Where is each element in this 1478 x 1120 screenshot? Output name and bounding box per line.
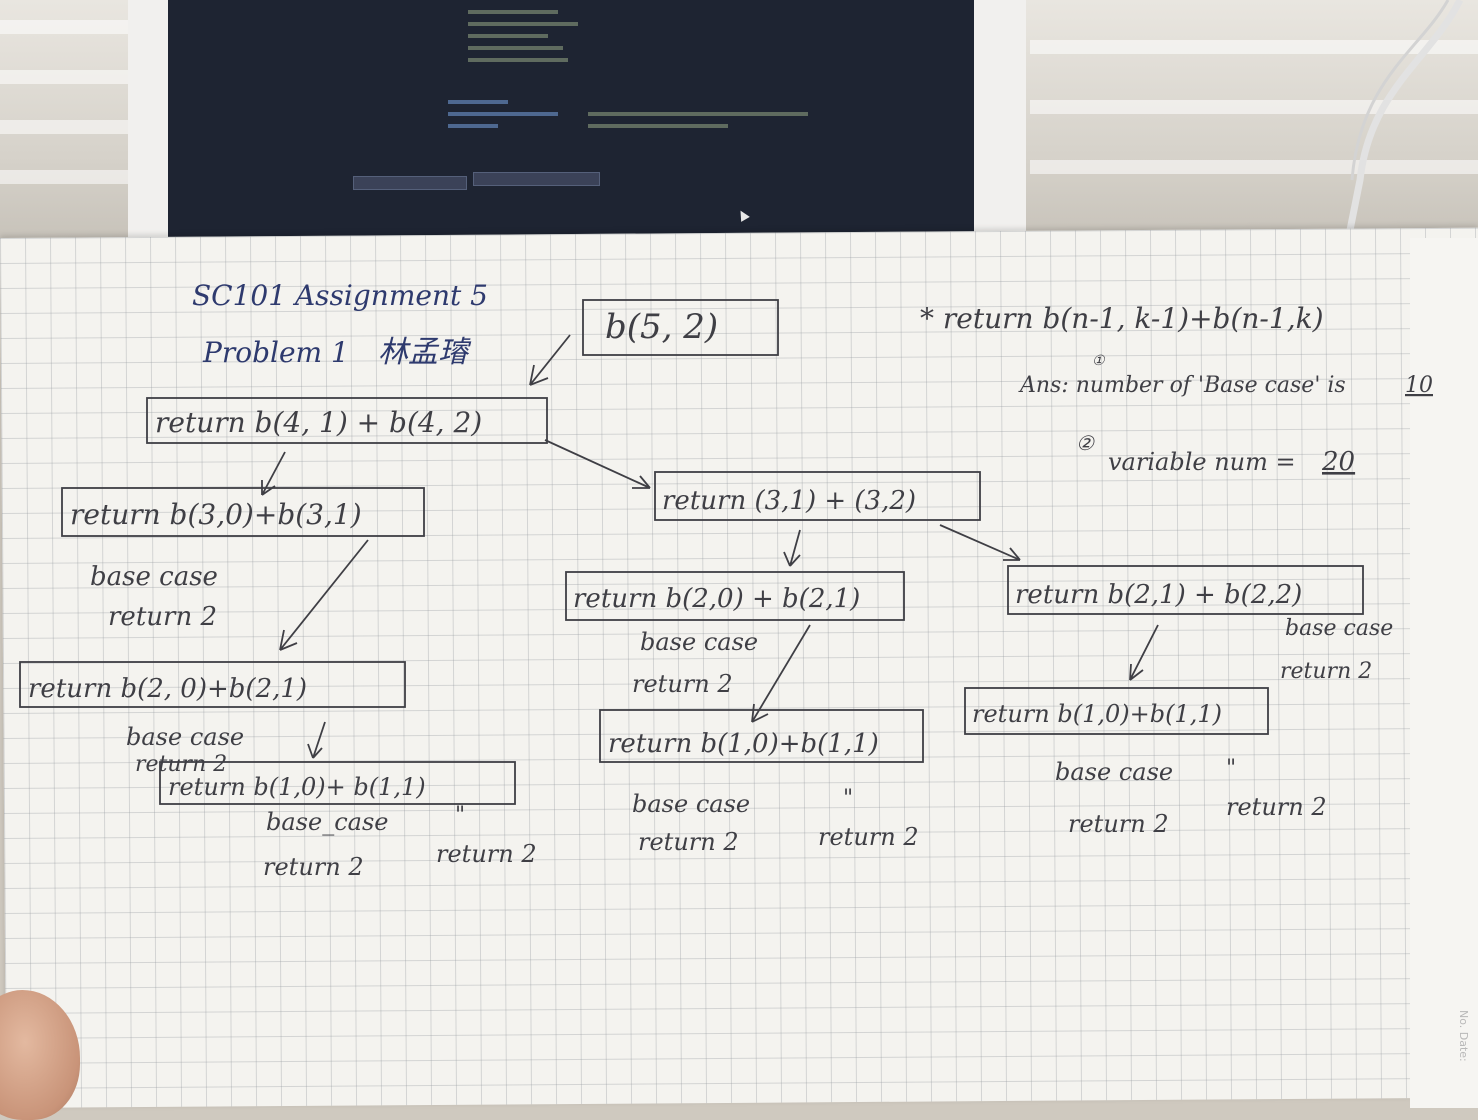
arrow-down-icon <box>307 721 326 759</box>
l2-left-note-1: base case <box>90 562 218 592</box>
l3-c-note-1: base case <box>1285 616 1393 641</box>
monitor-screen <box>168 0 974 240</box>
answer-2-value: 20 <box>1321 447 1355 477</box>
l4-b-box <box>599 709 924 763</box>
l4-c-note-3: " <box>1226 756 1236 781</box>
paper-footer: No. Date: <box>1457 1010 1470 1062</box>
l4-a-box <box>159 761 516 805</box>
l2-left-box <box>61 487 425 537</box>
l4-c-note-4: return 2 <box>1226 793 1327 821</box>
root-box <box>582 299 779 356</box>
l4-b-call: return b(1,0)+b(1,1) <box>608 729 879 759</box>
l4-b-note-2: return 2 <box>638 828 739 856</box>
l2-left-call: return b(3,0)+b(3,1) <box>70 498 362 531</box>
level1-call: return b(4, 1) + b(4, 2) <box>155 406 482 439</box>
code-line <box>468 34 548 38</box>
wall-stripe <box>1030 40 1478 54</box>
wall-stripe <box>1030 100 1478 114</box>
code-line <box>468 22 578 26</box>
author-name: 林孟璿 <box>378 335 472 370</box>
l2-right-call: return (3,1) + (3,2) <box>662 486 916 516</box>
code-line <box>468 58 568 62</box>
l4-a-note-2: return 2 <box>263 853 364 881</box>
arrow-down-icon <box>939 524 1021 561</box>
answer-1-marker: ① <box>1092 353 1106 369</box>
arrow-down-icon <box>279 539 369 651</box>
course-title: SC101 Assignment 5 <box>192 279 488 312</box>
cable <box>1346 0 1464 230</box>
l4-a-call: return b(1,0)+ b(1,1) <box>168 773 426 801</box>
answer-1-value: 10 <box>1405 373 1433 398</box>
arrow-down-icon <box>544 439 651 489</box>
l4-b-note-3: " <box>843 786 853 811</box>
l3-c-call: return b(2,1) + b(2,2) <box>1015 580 1302 610</box>
root-call: b(5, 2) <box>605 307 718 347</box>
wall-stripe <box>0 20 130 34</box>
paper-margin <box>1410 238 1478 1108</box>
l3-c-box <box>1007 565 1364 615</box>
code-line <box>468 46 563 50</box>
l4-b-note-1: base case <box>632 790 750 818</box>
l2-right-box <box>654 471 981 521</box>
wall-stripe <box>0 170 130 184</box>
answer-2-text: variable num = <box>1108 448 1296 476</box>
wall-stripe <box>0 120 130 134</box>
l3-a-call: return b(2, 0)+b(2,1) <box>28 674 307 704</box>
code-line <box>588 124 728 128</box>
l3-a-box <box>19 661 406 708</box>
l3-b-note-1: base case <box>640 628 758 656</box>
l3-a-note-1: base case <box>126 723 244 751</box>
wall-stripe <box>0 70 130 84</box>
window-tab <box>353 176 467 190</box>
l3-b-note-2: return 2 <box>632 670 733 698</box>
l3-b-call: return b(2,0) + b(2,1) <box>573 584 860 614</box>
problem-label: Problem 1 <box>202 336 349 369</box>
recursion-formula: * return b(n-1, k-1)+b(n-1,k) <box>920 302 1324 335</box>
l3-c-note-2: return 2 <box>1280 659 1372 684</box>
arrow-down-icon <box>783 529 801 567</box>
l3-b-box <box>565 571 905 621</box>
arrow-down-icon <box>529 334 571 386</box>
window-tab <box>473 172 600 186</box>
answer-2-marker: ② <box>1076 431 1095 455</box>
level1-box <box>146 397 548 444</box>
l2-left-note-2: return 2 <box>108 602 217 632</box>
l4-c-note-2: return 2 <box>1068 810 1169 838</box>
code-line <box>588 112 808 116</box>
answer-1-text: Ans: number of 'Base case' is <box>1018 373 1346 398</box>
l4-c-call: return b(1,0)+b(1,1) <box>972 700 1222 728</box>
l4-a-note-4: return 2 <box>436 840 537 868</box>
arrow-down-icon <box>751 624 811 723</box>
code-line <box>468 10 558 14</box>
code-line <box>448 100 508 104</box>
l4-c-box <box>964 687 1269 735</box>
l4-c-note-1: base case <box>1055 758 1173 786</box>
l4-a-note-3: " <box>455 803 465 828</box>
code-line <box>448 112 558 116</box>
arrow-down-icon <box>1129 624 1159 681</box>
l4-a-note-1: base_case <box>266 808 388 836</box>
l4-b-note-4: return 2 <box>818 823 919 851</box>
code-line <box>448 124 498 128</box>
l3-a-note-2: return 2 <box>135 752 227 777</box>
